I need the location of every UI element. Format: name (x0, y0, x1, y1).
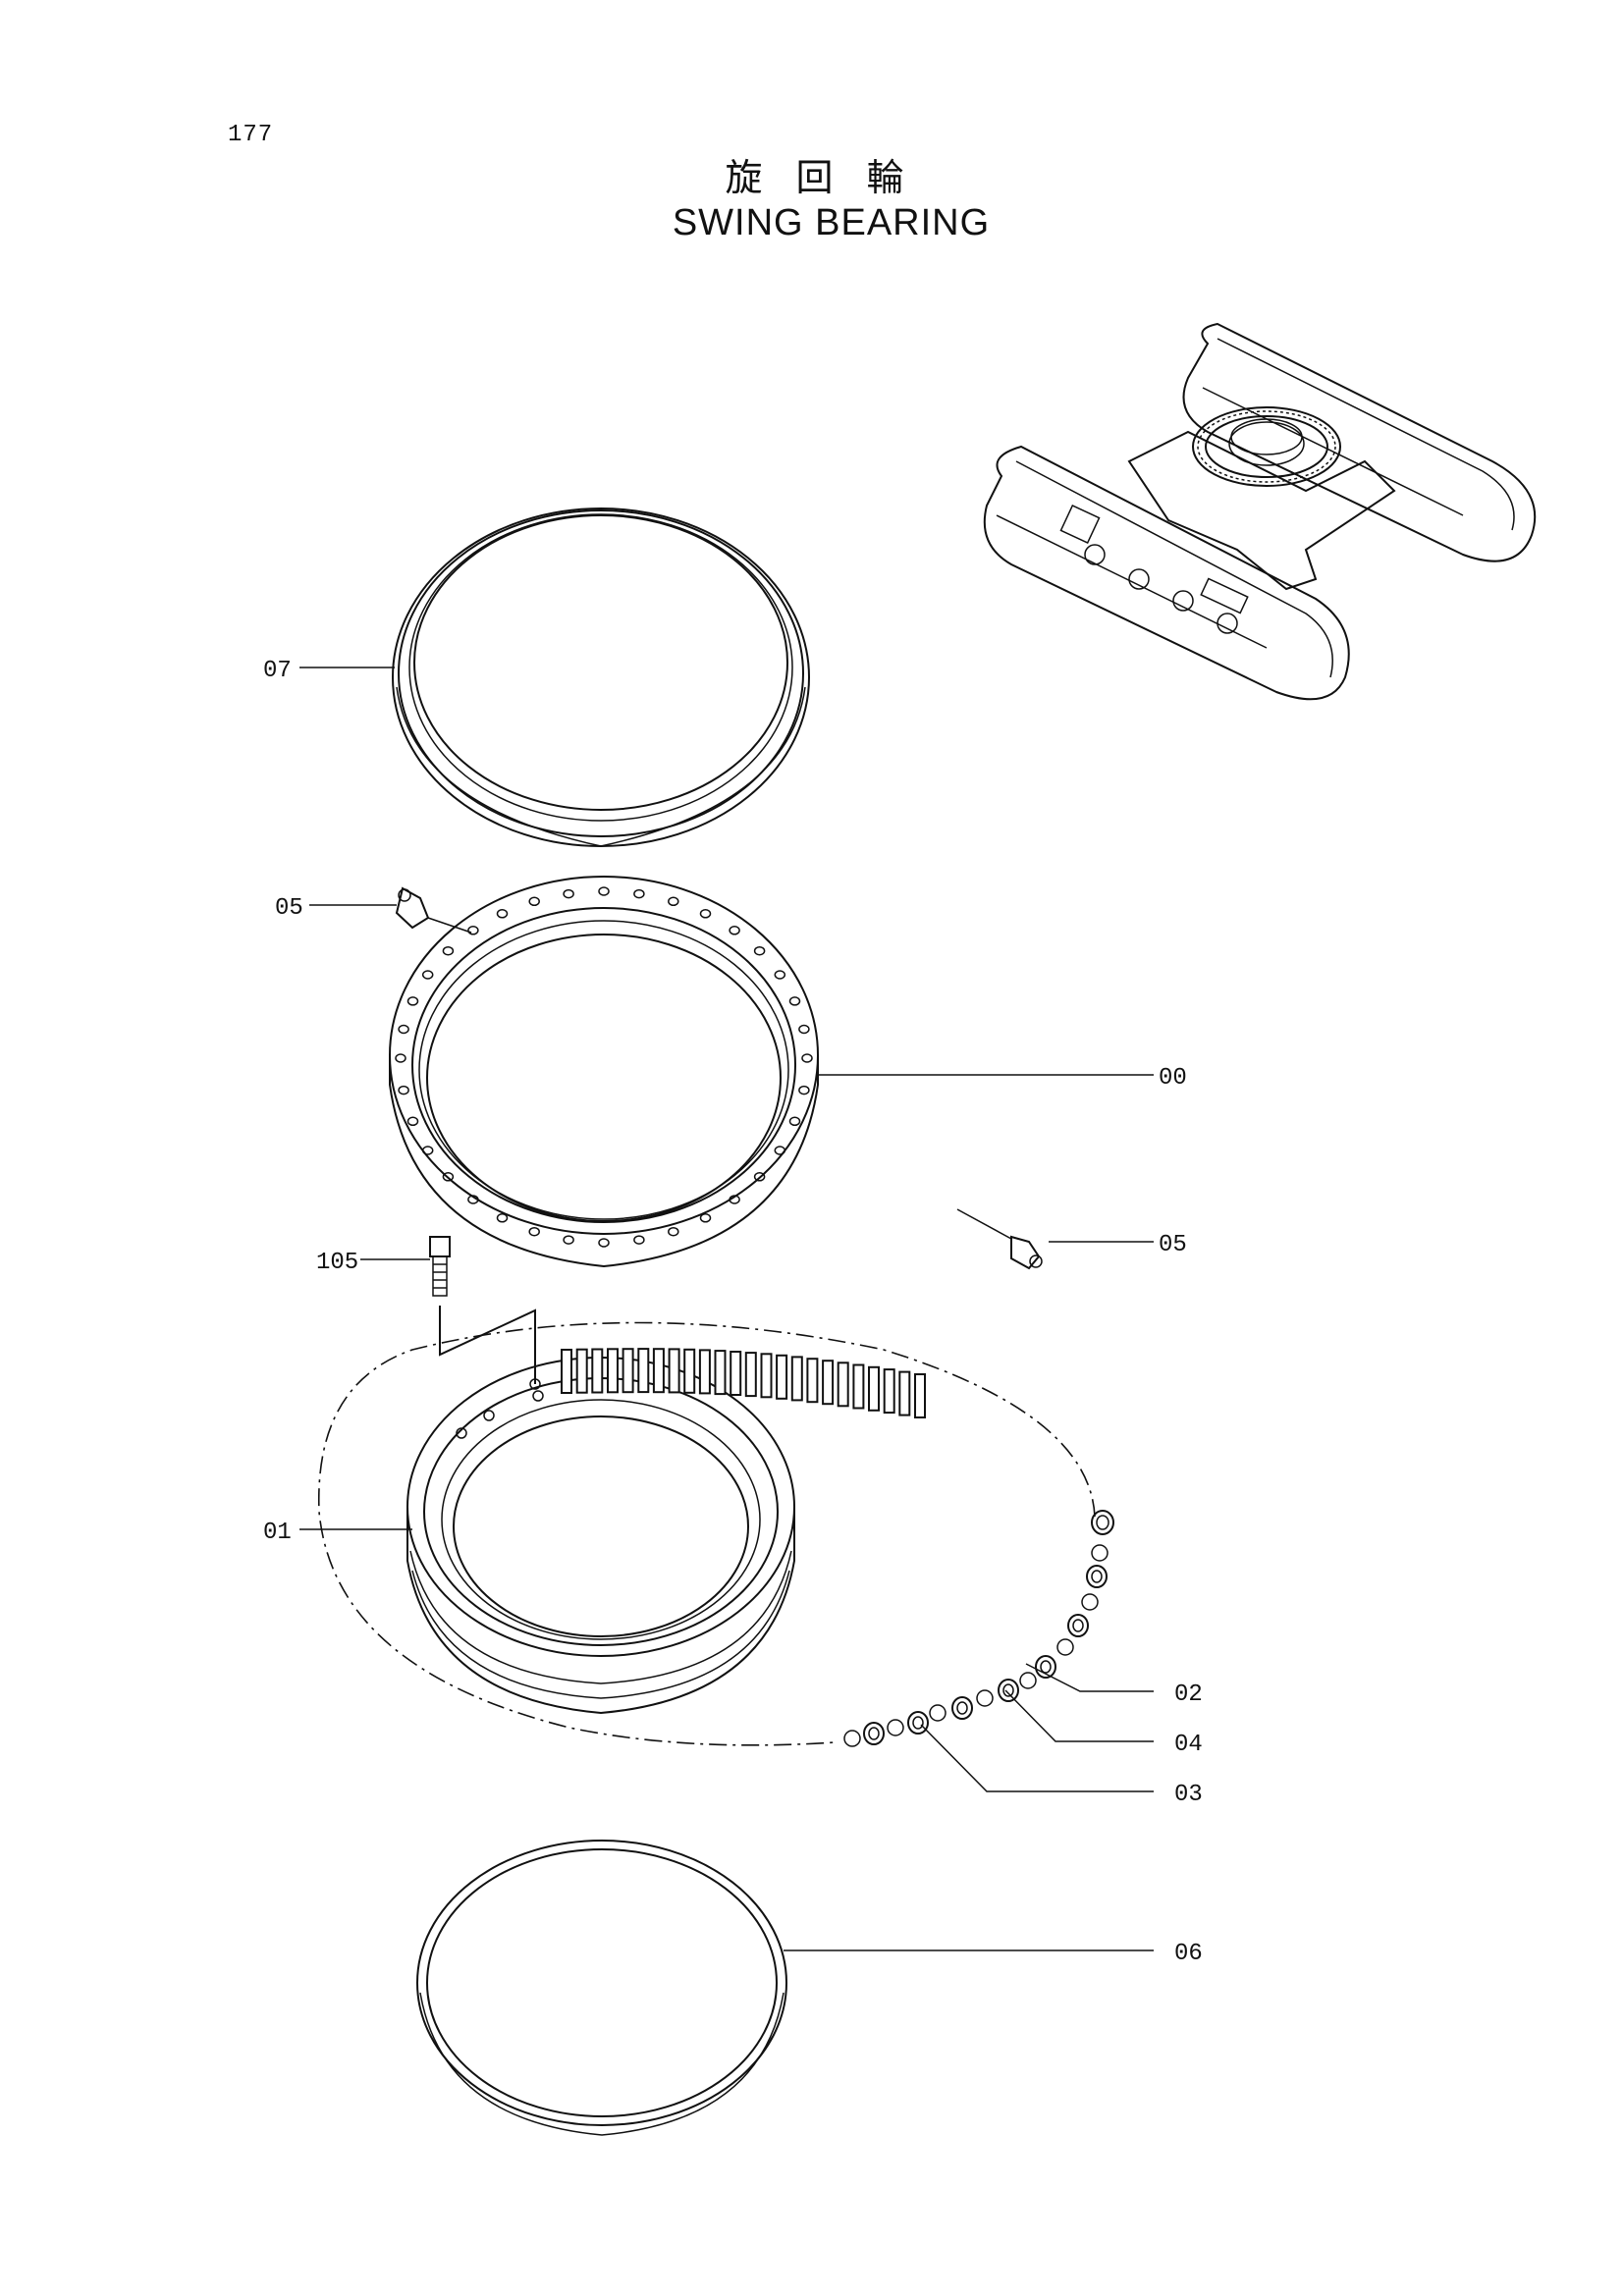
bolt-hole (598, 1238, 610, 1248)
callout-07: 07 (263, 658, 292, 684)
gear-tooth (668, 1348, 680, 1394)
bolt-hole (496, 909, 509, 919)
title-japanese: 旋回輪 (725, 156, 938, 199)
bolt-hole (788, 1116, 801, 1127)
gear-tooth (591, 1348, 604, 1394)
ball-path-line (318, 1321, 1096, 1746)
bolt-hole (398, 1085, 409, 1095)
bolt-hole (563, 1235, 574, 1245)
part-06-lower-seal (416, 1840, 787, 2136)
bolt-hole (801, 1053, 813, 1063)
bolt-hole (788, 996, 801, 1006)
gear-tooth (868, 1365, 880, 1412)
part-07-seal-ring (392, 507, 810, 847)
bolt-hole (563, 888, 574, 899)
bolt-hole (798, 1085, 810, 1095)
callout-00: 00 (1159, 1065, 1187, 1092)
gear-tooth (852, 1363, 865, 1410)
bolt-hole (633, 888, 645, 899)
bolt-hole (668, 896, 679, 907)
part-105-bolt (429, 1236, 541, 1390)
gear-tooth (730, 1351, 742, 1396)
gear-tooth (914, 1373, 926, 1418)
gear-teeth (561, 1348, 926, 1418)
gear-tooth (744, 1352, 757, 1398)
callout-105: 105 (316, 1250, 358, 1276)
part-01-inner-race (406, 1348, 926, 1715)
page-number: 177 (228, 122, 274, 148)
bolt-hole (668, 1226, 679, 1237)
callout-02: 02 (1174, 1682, 1203, 1708)
gear-tooth (790, 1356, 803, 1402)
part-05-grease-fitting-lower (956, 1208, 1043, 1270)
bolt-hole (753, 1172, 766, 1182)
bolt-hole (395, 1053, 406, 1063)
outer-race-bolt-holes (395, 886, 813, 1248)
bolt-hole (729, 926, 740, 935)
bolt-hole (729, 1195, 740, 1204)
bolt-hole (496, 1213, 509, 1223)
gear-tooth (760, 1353, 773, 1399)
callout-05-upper: 05 (275, 895, 303, 922)
gear-tooth (806, 1358, 819, 1404)
bolt-hole (467, 1195, 479, 1204)
bolt-hole (442, 945, 455, 956)
gear-tooth (883, 1368, 895, 1415)
callout-labels: 07 05 00 05 105 01 02 04 03 06 (263, 658, 1203, 1967)
balls-and-spacers (843, 1510, 1114, 1747)
gear-tooth (776, 1354, 788, 1400)
gear-tooth (622, 1348, 634, 1394)
title-english: SWING BEARING (672, 202, 991, 243)
undercarriage-thumbnail (983, 322, 1537, 701)
callout-01: 01 (263, 1520, 292, 1546)
gear-tooth (698, 1349, 711, 1395)
bolt-hole (528, 1226, 540, 1237)
bolt-hole (753, 945, 766, 956)
bolt-hole (598, 886, 610, 896)
bolt-hole (442, 1172, 455, 1182)
bolt-hole (406, 1116, 419, 1127)
bolt-hole (774, 970, 786, 980)
bolt-hole (699, 909, 712, 919)
gear-tooth (837, 1362, 849, 1408)
bolt-hole (421, 1146, 434, 1155)
callout-05-lower: 05 (1159, 1232, 1187, 1258)
callout-03: 03 (1174, 1782, 1203, 1808)
callout-06: 06 (1174, 1941, 1203, 1967)
bolt-hole (406, 996, 419, 1006)
bolt-hole (398, 1024, 409, 1035)
gear-tooth (898, 1370, 911, 1416)
gear-tooth (637, 1348, 650, 1394)
bolt-hole (633, 1235, 645, 1245)
gear-tooth (607, 1348, 619, 1394)
bolt-hole (421, 970, 434, 980)
bolt-hole (774, 1146, 786, 1155)
gear-tooth (561, 1349, 572, 1394)
gear-tooth (714, 1350, 727, 1396)
leader-lines (299, 667, 1154, 1951)
bolt-hole (528, 896, 540, 907)
gear-tooth (683, 1348, 696, 1394)
callout-04: 04 (1174, 1732, 1203, 1758)
part-05-grease-fitting-upper (395, 886, 472, 934)
gear-tooth (822, 1360, 835, 1406)
gear-tooth (575, 1348, 588, 1394)
bolt-hole (467, 926, 479, 935)
gear-tooth (652, 1348, 665, 1394)
part-00-outer-race (389, 876, 819, 1268)
bolt-hole (798, 1024, 810, 1035)
bolt-hole (699, 1213, 712, 1223)
